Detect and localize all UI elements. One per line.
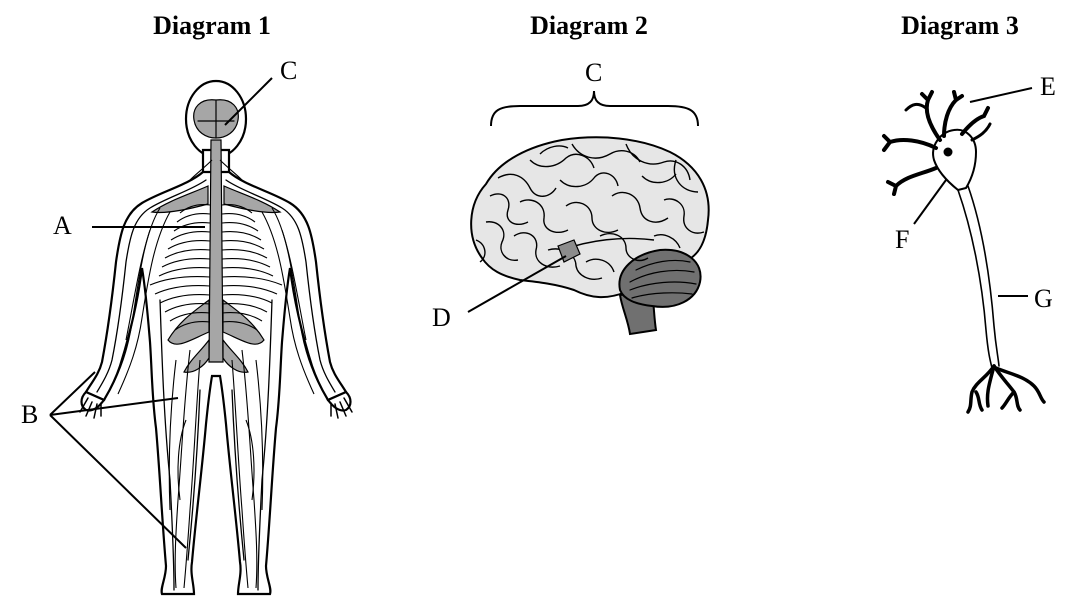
label-b: B — [21, 400, 38, 429]
diagram-2-title: Diagram 2 — [530, 11, 648, 40]
leader-f — [914, 180, 946, 224]
leader-e — [970, 88, 1032, 102]
axon-terminals — [968, 366, 1044, 412]
diagram-3-title: Diagram 3 — [901, 11, 1019, 40]
diagram-1: Diagram 1 — [21, 11, 352, 594]
nucleus — [944, 148, 953, 157]
diagram-2: Diagram 2 C — [432, 11, 709, 334]
label-g: G — [1034, 284, 1053, 313]
brace-c — [491, 91, 698, 126]
label-e: E — [1040, 72, 1056, 101]
diagram-1-title: Diagram 1 — [153, 11, 271, 40]
label-d: D — [432, 303, 451, 332]
label-c-diagram2: C — [585, 58, 602, 87]
label-c-diagram1: C — [280, 56, 297, 85]
label-f: F — [895, 225, 909, 254]
diagram-3: Diagram 3 — [884, 11, 1056, 412]
label-a: A — [53, 211, 72, 240]
